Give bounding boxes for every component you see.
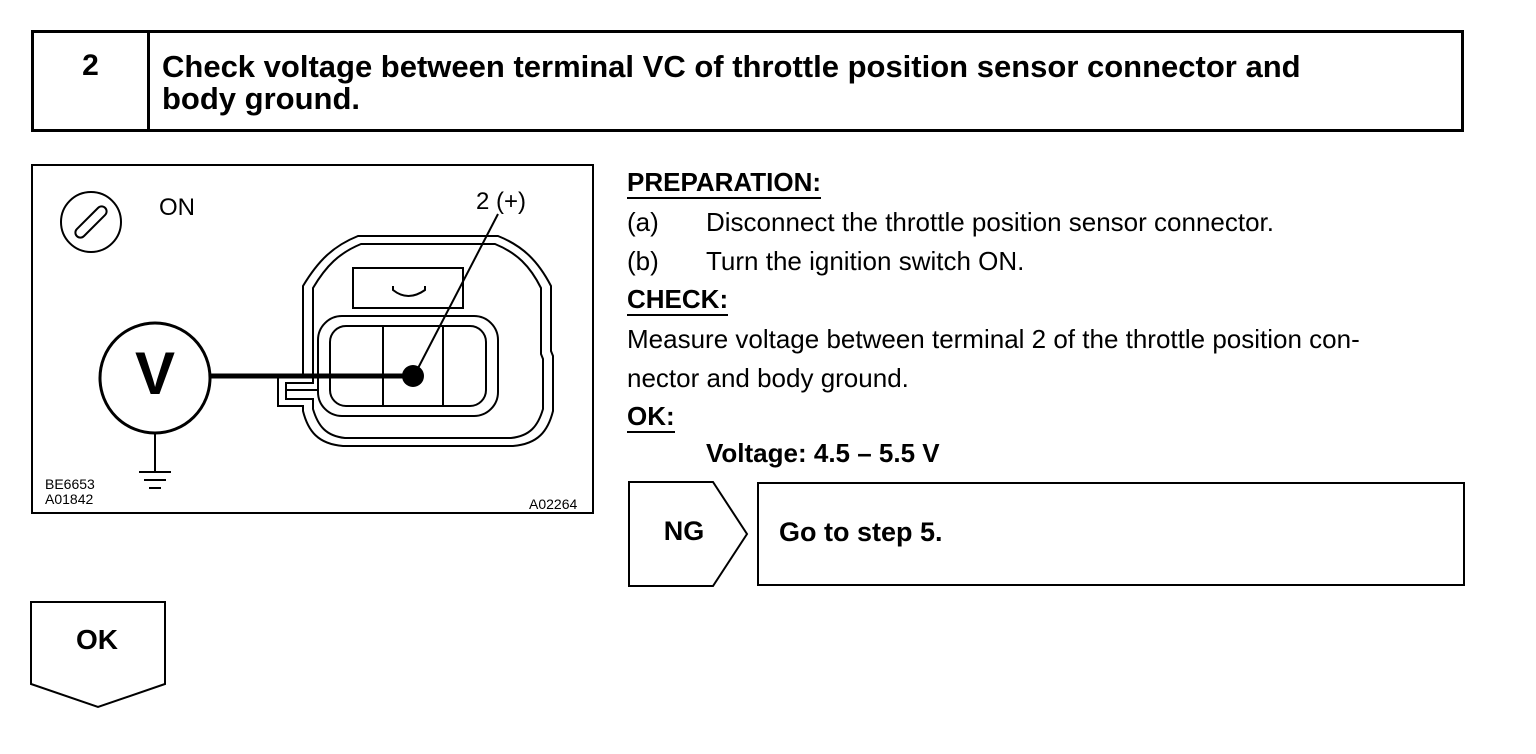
terminal-label: 2 (+)	[476, 188, 527, 215]
ignition-key-icon	[60, 191, 122, 253]
prep-step-b-text: Turn the ignition switch ON.	[706, 246, 1025, 276]
ng-result-box: Go to step 5.	[757, 482, 1465, 586]
wiring-illustration: ON 2 (+) V BE6653 A01842 A02264	[31, 164, 594, 514]
step-divider	[147, 33, 150, 129]
ok-heading: OK:	[627, 401, 675, 433]
meter-symbol: V	[134, 340, 176, 407]
ok-label: OK	[76, 624, 118, 655]
prep-step-a-letter: (a)	[627, 207, 659, 237]
terminal-2-probe	[402, 213, 499, 387]
check-text-line-1: Measure voltage between terminal 2 of th…	[627, 324, 1360, 354]
step-number: 2	[82, 49, 99, 82]
ng-arrow-icon	[628, 481, 749, 587]
prep-step-b-letter: (b)	[627, 246, 659, 276]
step-title-line-2: body ground.	[162, 81, 361, 116]
ok-arrow-icon	[30, 601, 166, 709]
connector-diagram	[60, 191, 554, 489]
ground-symbol-icon	[139, 433, 171, 489]
step-header: 2 Check voltage between terminal VC of t…	[31, 30, 1464, 132]
step-title-line-1: Check voltage between terminal VC of thr…	[162, 49, 1301, 84]
prep-step-a-text: Disconnect the throttle position sensor …	[706, 207, 1274, 237]
figure-code-2: A01842	[45, 491, 94, 507]
check-text-line-2: nector and body ground.	[627, 363, 909, 393]
ng-label: NG	[663, 516, 705, 546]
voltage-spec: Voltage: 4.5 – 5.5 V	[706, 438, 940, 468]
preparation-heading: PREPARATION:	[627, 167, 822, 199]
step-title: Check voltage between terminal VC of thr…	[162, 51, 1441, 115]
figure-code-1: BE6653	[45, 476, 95, 492]
ng-result-text: Go to step 5.	[779, 517, 943, 547]
figure-code-3: A02264	[529, 496, 578, 512]
check-heading: CHECK:	[627, 284, 729, 316]
connector-housing	[277, 235, 554, 447]
ignition-on-label: ON	[159, 194, 195, 221]
